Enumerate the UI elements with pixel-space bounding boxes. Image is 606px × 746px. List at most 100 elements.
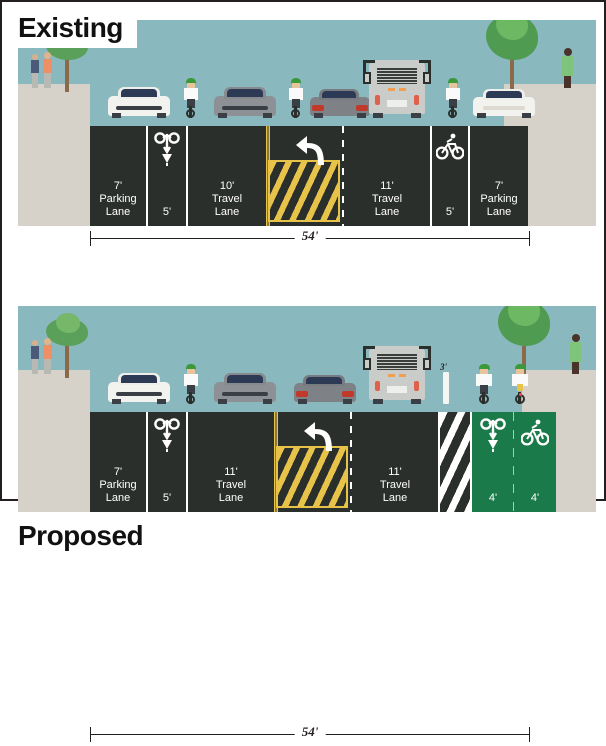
lane-width-label: 10' (219, 180, 235, 193)
panel-proposed: 3' 7' Parking Lane 5' 11' (2, 254, 604, 742)
lane-width-label: 11' (388, 466, 402, 479)
cyclist (181, 78, 201, 118)
lane-buffer-striped (438, 412, 472, 512)
lane-width-label: 11' (224, 466, 238, 479)
lane-width-label: 5' (162, 206, 172, 219)
parked-car-white (473, 86, 535, 118)
sidewalk-left (18, 84, 90, 126)
parked-car-white (108, 370, 170, 404)
lane-width-label: 7' (113, 180, 123, 193)
dimension-cap-left (90, 231, 91, 246)
cycle-track-center-line (512, 412, 514, 512)
parked-car-white (108, 84, 170, 118)
sidewalk-pad-left (18, 126, 90, 226)
cyclist (181, 364, 201, 404)
lane-name-label: Lane (105, 492, 131, 505)
tree-canopy (56, 313, 80, 333)
pedestrian (30, 340, 40, 374)
tree-trunk (65, 52, 69, 92)
panel-title-proposed: Proposed (12, 520, 158, 556)
cross-section-existing: 7' Parking Lane 5' 10' Travel Lane (18, 126, 596, 226)
lane-width-label: 7' (494, 180, 504, 193)
lane-name-label: Travel (215, 479, 247, 492)
tree-canopy (496, 20, 528, 40)
tree-right (486, 20, 538, 92)
lane-travel-lane-left: 11' Travel Lane (188, 412, 274, 512)
lane-name-label: Parking (480, 193, 518, 206)
cross-section-proposed: 7' Parking Lane 5' 11' Travel Lane (18, 412, 596, 512)
lane-width-label: 7' (113, 466, 123, 479)
lane-divider-dashed (342, 126, 344, 226)
pedestrian (30, 54, 40, 88)
lane-width-label: 4' (530, 492, 540, 505)
lane-name-label: Lane (374, 206, 400, 219)
lane-name-label: Travel (371, 193, 403, 206)
left-turn-arrow-icon (304, 422, 333, 451)
sharrow-icon (154, 418, 180, 452)
cyclist (443, 78, 463, 118)
cyclist (286, 78, 306, 118)
lane-width-label: 11' (380, 180, 394, 193)
lane-name-label: Lane (486, 206, 512, 219)
dimension-cap-right (529, 231, 530, 246)
lane-parking-lane-left: 7' Parking Lane (90, 412, 148, 512)
dimension-line-existing: 54' (90, 228, 530, 250)
dimension-cap-right (529, 727, 530, 742)
sidewalk-right (522, 370, 596, 412)
bicycle-icon (521, 419, 549, 446)
lane-travel-lane-right: 11' Travel Lane (352, 412, 438, 512)
cyclist (509, 364, 531, 404)
pedestrian-pair-left (30, 52, 56, 88)
bus (363, 56, 431, 118)
lane-parking-lane-left: 7' Parking Lane (90, 126, 148, 226)
tree-trunk (510, 48, 514, 92)
lane-cycle-track-inbound: 4' (472, 412, 514, 512)
tree-right (498, 306, 550, 378)
car-dark-red (310, 86, 370, 118)
turn-lane-hatching (276, 446, 348, 508)
lane-name-label: Lane (382, 492, 408, 505)
lane-center-turn-lane (274, 412, 352, 512)
tree-left (44, 313, 90, 378)
lane-bike-lane-left: 5' (148, 126, 188, 226)
lane-name-label: Lane (214, 206, 240, 219)
lane-travel-lane-right: 11' Travel Lane (344, 126, 430, 226)
lane-name-label: Travel (379, 479, 411, 492)
pedestrian (42, 52, 53, 88)
post-offset-label: 3' (440, 362, 448, 372)
bicycle-icon (436, 133, 464, 160)
car-dark-red (294, 372, 356, 404)
tree-trunk (65, 338, 69, 378)
lane-cycle-track-outbound: 4' (514, 412, 556, 512)
scene-proposed (18, 306, 596, 412)
lane-bike-lane-left: 5' (148, 412, 188, 512)
sidewalk-left (18, 370, 90, 412)
car-grey (214, 370, 276, 404)
lane-bike-lane-right: 5' (430, 126, 470, 226)
lane-name-label: Travel (211, 193, 243, 206)
dimension-line-proposed: 54' (90, 724, 530, 746)
left-turn-arrow-icon (296, 136, 325, 165)
tree-trunk (522, 334, 526, 378)
lane-divider-dashed (350, 412, 352, 512)
turn-lane-hatching (268, 160, 340, 222)
sidewalk-pad-right (556, 412, 596, 512)
lane-width-label: 4' (488, 492, 498, 505)
lane-center-turn-lane (266, 126, 344, 226)
tree-canopy (508, 306, 540, 326)
lane-name-label: Parking (99, 193, 137, 206)
panel-title-existing: Existing (12, 12, 137, 48)
bus (363, 342, 431, 404)
panel-existing: 7' Parking Lane 5' 10' Travel Lane (2, 2, 604, 254)
lane-name-label: Lane (218, 492, 244, 505)
lane-width-label: 5' (445, 206, 455, 219)
pedestrian-pair-left (30, 338, 56, 374)
flexible-post (443, 372, 449, 404)
total-width-label: 54' (294, 724, 326, 740)
dimension-cap-left (90, 727, 91, 742)
total-width-label: 54' (294, 228, 326, 244)
sharrow-icon (154, 132, 180, 166)
pedestrian-right (561, 48, 574, 88)
cyclist (473, 364, 495, 404)
